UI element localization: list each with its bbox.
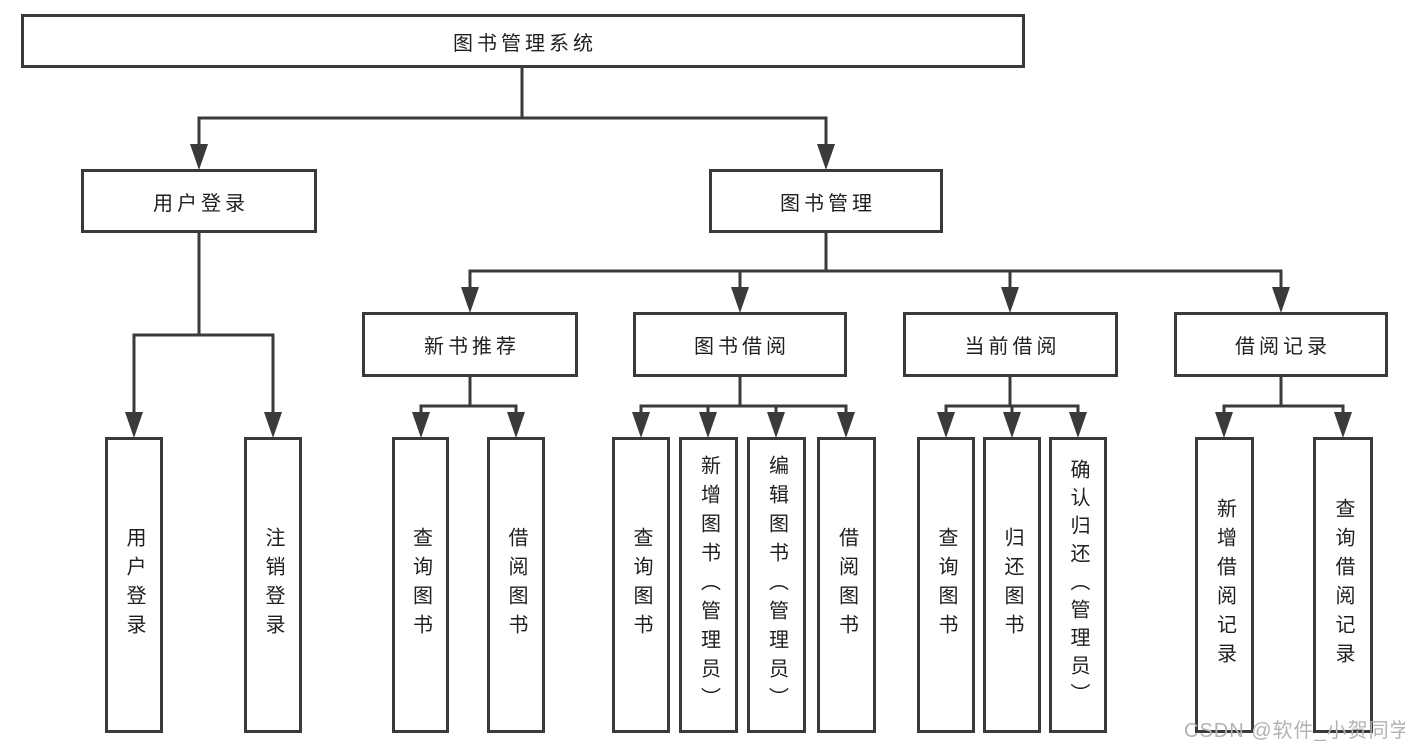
node-label: 用户登录 [123,527,145,643]
node-label: 查询图书 [935,527,957,643]
arrowhead-icon [1003,412,1021,438]
leaf-edit-books-admin: 编辑图书（管理员） [747,437,806,733]
node-label: 图书管理系统 [453,32,597,55]
connector-paths [132,68,1345,416]
arrowheads [125,144,1352,438]
arrowhead-icon [507,412,525,438]
arrowhead-icon [412,412,430,438]
arrowhead-icon [125,412,143,438]
node-label: 用户登录 [153,192,249,215]
connector-book-management-children [468,233,1283,292]
node-borrowing-records: 借阅记录 [1174,312,1388,377]
leaf-add-borrow-record: 新增借阅记录 [1195,437,1254,733]
connector-book-borrowing-children [639,377,848,416]
arrowhead-icon [190,144,208,170]
arrowhead-icon [731,287,749,313]
connector-borrowing-records-children [1222,377,1345,416]
node-book-borrowing: 图书借阅 [633,312,847,377]
node-label: 查询图书 [409,527,432,643]
node-label: 新增图书（管理员） [697,454,720,716]
leaf-return-books: 归还图书 [983,437,1041,733]
node-label: 编辑图书（管理员） [765,454,788,716]
arrowhead-icon [937,412,955,438]
node-label: 当前借阅 [964,336,1061,358]
arrowhead-icon [1001,287,1019,313]
leaf-logout: 注销登录 [244,437,302,733]
node-label: 查询图书 [630,527,652,643]
arrowhead-icon [1334,412,1352,438]
node-label: 新增借阅记录 [1213,498,1236,672]
arrowhead-icon [264,412,282,438]
node-label: 查询借阅记录 [1332,498,1354,672]
leaf-confirm-return-admin: 确认归还（管理员） [1049,437,1107,733]
csdn-watermark: CSDN @软件_小贺同学 [1184,720,1405,742]
node-label: 注销登录 [262,527,284,643]
node-label: 确认归还（管理员） [1067,459,1089,711]
leaf-query-books-current: 查询图书 [917,437,975,733]
arrowhead-icon [767,412,785,438]
leaf-user-login: 用户登录 [105,437,163,733]
node-label: 借阅图书 [505,527,527,643]
node-book-management: 图书管理 [709,169,943,233]
arrowhead-icon [817,144,835,170]
arrowhead-icon [1272,287,1290,313]
arrowhead-icon [461,287,479,313]
connector-current-borrowing-children [944,377,1080,416]
arrowhead-icon [699,412,717,438]
arrowhead-icon [837,412,855,438]
node-label: 归还图书 [1001,527,1023,643]
connector-new-book-recommend-children [419,377,518,416]
leaf-query-borrow-record: 查询借阅记录 [1313,437,1373,733]
node-label: 新书推荐 [424,336,520,358]
leaf-add-books-admin: 新增图书（管理员） [679,437,738,733]
node-label: 图书管理 [780,192,876,215]
arrowhead-icon [1069,412,1087,438]
node-label: 图书借阅 [694,336,790,358]
node-current-borrowing: 当前借阅 [903,312,1118,377]
connector-user-login-children [132,233,275,416]
node-new-book-recommend: 新书推荐 [362,312,578,377]
leaf-query-books-borrowing: 查询图书 [612,437,670,733]
node-label: 借阅图书 [835,527,858,643]
arrowhead-icon [1215,412,1233,438]
arrowhead-icon [632,412,650,438]
node-label: 借阅记录 [1235,336,1331,358]
connector-root-to-level2 [197,68,828,148]
leaf-borrow-books-recommend: 借阅图书 [487,437,545,733]
node-root-system: 图书管理系统 [21,14,1025,68]
leaf-borrow-books-borrowing: 借阅图书 [817,437,876,733]
node-user-login: 用户登录 [81,169,317,233]
leaf-query-books-recommend: 查询图书 [392,437,449,733]
